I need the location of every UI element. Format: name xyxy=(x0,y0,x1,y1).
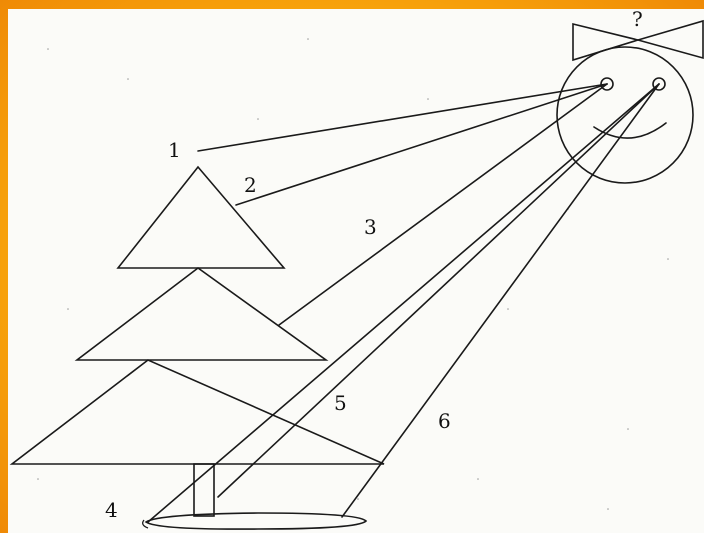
christmas-tree xyxy=(9,165,385,517)
bow-right-wing xyxy=(635,19,704,60)
sight-line-2 xyxy=(235,83,608,206)
question-mark: ? xyxy=(632,9,643,31)
label-3: 3 xyxy=(364,215,377,239)
label-4: 4 xyxy=(105,498,118,522)
observer-face xyxy=(556,19,704,184)
bow-left-wing xyxy=(572,22,641,62)
sight-line-1 xyxy=(197,83,608,152)
tree-observer-diagram: 1 2 3 4 5 6 ? xyxy=(9,9,704,530)
puddle-edge xyxy=(142,519,149,529)
sight-line-3 xyxy=(278,83,608,326)
tree-middle-tier xyxy=(74,267,329,361)
tree-top-tier xyxy=(116,165,286,269)
label-5: 5 xyxy=(334,391,347,415)
label-6: 6 xyxy=(438,409,451,433)
left-eye xyxy=(600,77,614,91)
sight-line-6 xyxy=(341,83,660,518)
label-2: 2 xyxy=(244,173,257,197)
tree-bottom-tier xyxy=(9,359,385,465)
puddle-ellipse xyxy=(144,512,368,530)
face-circle xyxy=(556,46,694,184)
diagram-labels: 1 2 3 4 5 6 ? xyxy=(105,9,643,522)
puddle-reflection xyxy=(142,512,368,530)
diagram-paper: 1 2 3 4 5 6 ? xyxy=(8,9,704,533)
right-eye xyxy=(652,77,666,91)
sight-line-4 xyxy=(147,83,660,523)
label-1: 1 xyxy=(168,138,181,162)
sight-lines xyxy=(147,83,660,523)
tree-trunk xyxy=(193,463,215,517)
sight-line-5 xyxy=(217,83,660,498)
smile-mouth xyxy=(593,122,667,139)
